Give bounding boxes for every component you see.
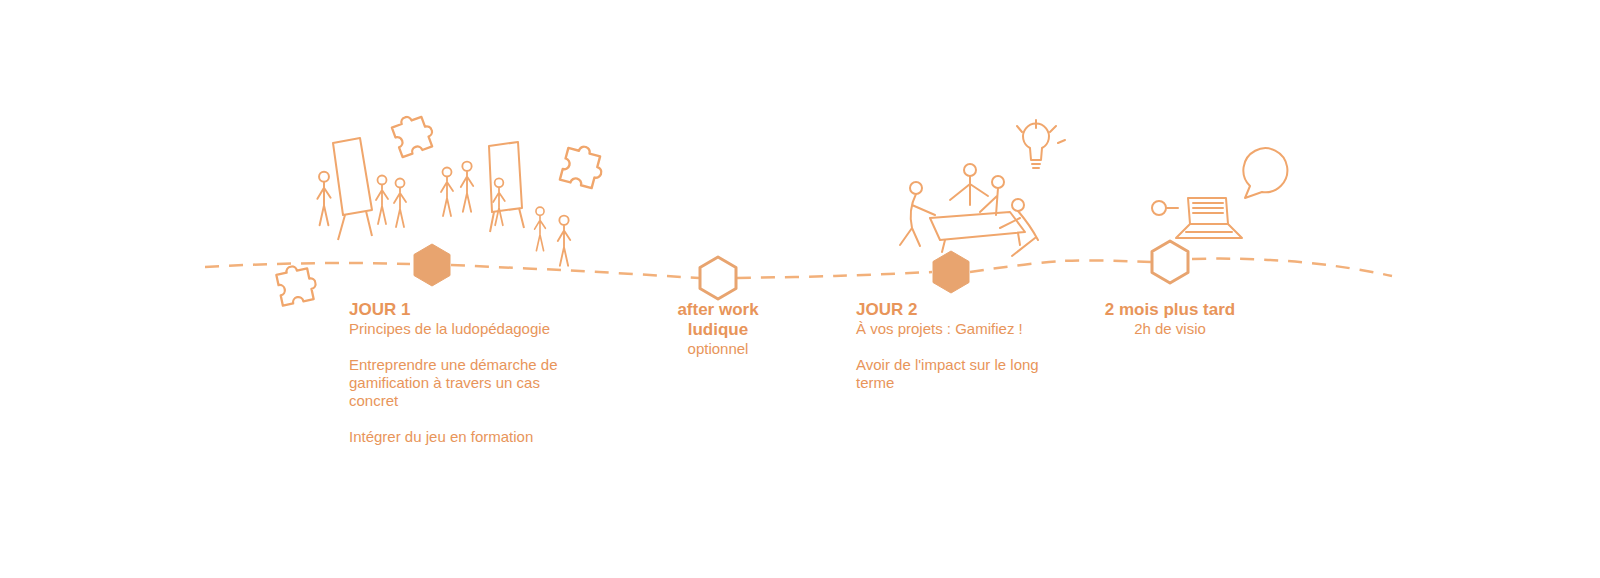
timeline-segment [737,272,932,278]
timeline-segment [451,265,699,278]
person [493,178,505,225]
stage-detail: 2h de visio [1085,320,1255,338]
stage-detail: Avoir de l'impact sur le long terme [856,356,1071,392]
hexagon [931,249,971,295]
stage-detail: optionnel [663,340,773,358]
timeline-stage: 2 mois plus tard2h de visio [1150,239,1190,285]
stage-heading: 2 mois plus tard [1085,300,1255,320]
stage-text: 2 mois plus tard2h de visio [1085,300,1255,338]
person [376,176,388,225]
person [394,179,406,228]
stage-detail: Entreprendre une démarche de gamificatio… [349,356,589,410]
stage-heading: JOUR 1 [349,300,589,320]
stage-text: after work ludiqueoptionnel [663,300,773,358]
stage-text: JOUR 1Principes de la ludopédagogieEntre… [349,300,589,446]
hexagon [412,242,452,288]
person [441,168,453,217]
workshop-scene [900,120,1065,256]
timeline-stage: JOUR 2À vos projets : Gamifiez !Avoir de… [931,249,971,295]
person [558,216,570,266]
stage-text: JOUR 2À vos projets : Gamifiez ! Avoir de… [856,300,1071,392]
stage-detail: Principes de la ludopédagogie [349,320,589,338]
laptop-call [1152,148,1287,238]
stage-heading: JOUR 2 [856,300,1071,320]
puzzle-piece [390,110,437,157]
hexagon [1150,239,1190,285]
person [317,172,330,225]
timeline-end [1192,259,1392,276]
stage-detail: Intégrer du jeu en formation [349,428,589,446]
flipchart-scene [333,138,524,240]
stage-heading: after work ludique [663,300,773,340]
person [535,207,546,251]
timeline-stage: after work ludiqueoptionnel [698,255,738,301]
stage-detail: À vos projets : Gamifiez ! [856,320,1071,338]
timeline-stage: JOUR 1Principes de la ludopédagogieEntre… [412,242,452,288]
person [461,162,473,212]
timeline-segment [970,260,1151,272]
timeline-start [205,263,410,267]
puzzle-piece [275,262,318,305]
hexagon [698,255,738,301]
puzzle-piece [560,143,607,190]
